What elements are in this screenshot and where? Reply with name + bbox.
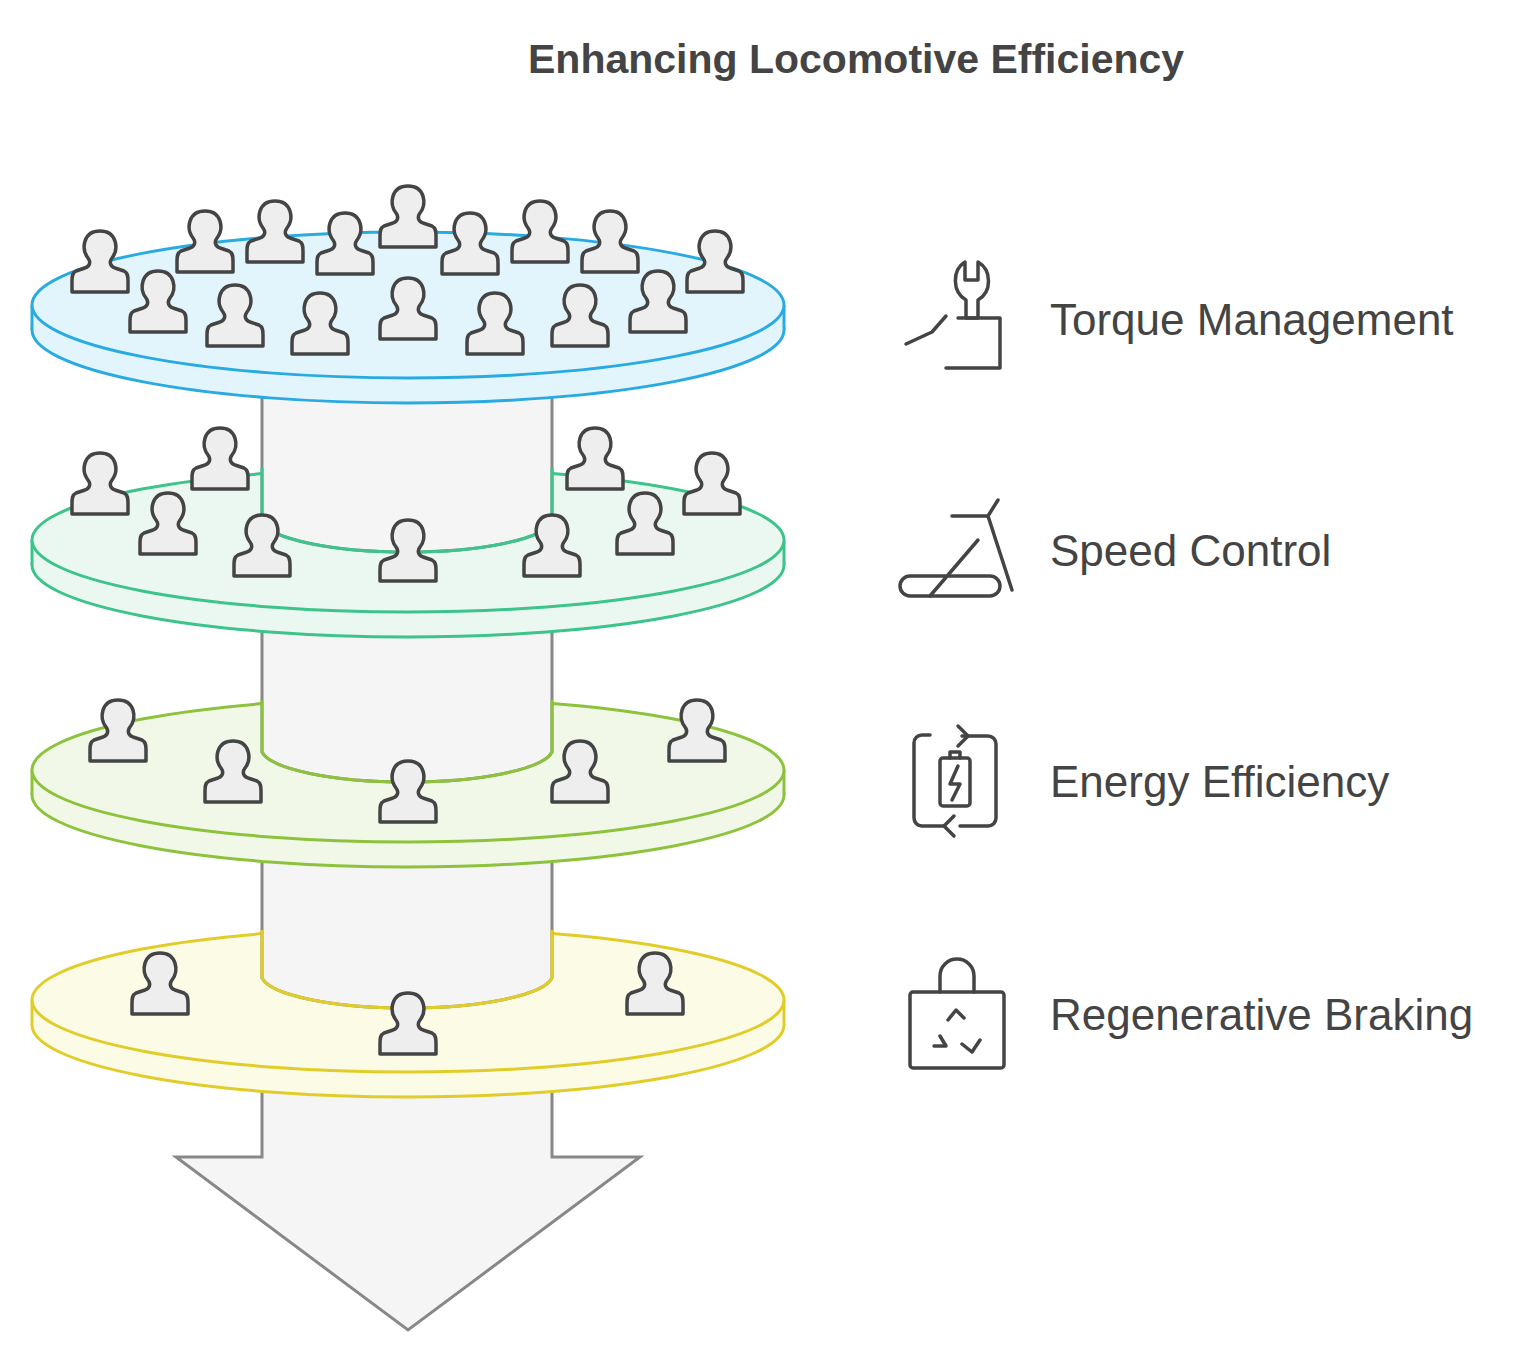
person-icon (380, 520, 436, 581)
layer-label: Energy Efficiency (1050, 757, 1389, 807)
wrench-shape (955, 262, 988, 318)
blue-layer (32, 186, 784, 403)
person-icon (524, 515, 580, 576)
person-icon (292, 293, 348, 354)
battery-cap (950, 752, 960, 758)
arrow-head (958, 726, 968, 746)
treadmill-handle (988, 500, 998, 516)
person-icon (132, 953, 188, 1014)
recycle-bag-icon (910, 959, 1004, 1068)
layer-label: Speed Control (1050, 526, 1331, 576)
treadmill-belt (900, 576, 1000, 596)
person-icon (205, 741, 261, 802)
torque-icon (906, 262, 1000, 368)
bag-handle (940, 959, 974, 992)
person-icon (442, 213, 498, 274)
person-icon (467, 293, 523, 354)
person-icon (380, 278, 436, 339)
person-icon (617, 493, 673, 554)
bolt (950, 766, 960, 800)
treadmill-frame (952, 516, 1012, 590)
battery-icon (914, 726, 996, 836)
person-icon (380, 186, 436, 247)
person-icon (552, 741, 608, 802)
person-icon (380, 993, 436, 1054)
person-icon (687, 231, 743, 292)
person-icon (140, 493, 196, 554)
person-icon (234, 515, 290, 576)
person-icon (207, 285, 263, 346)
cycle-arrow (960, 736, 996, 826)
person-icon (512, 201, 568, 262)
lime-layer (32, 610, 784, 867)
diagram-title: Enhancing Locomotive Efficiency (528, 36, 1184, 83)
yellow-layer (32, 840, 784, 1097)
treadmill-strut (930, 540, 978, 596)
person-icon (247, 201, 303, 262)
person-icon (684, 453, 740, 514)
person-icon (72, 453, 128, 514)
person-icon (130, 271, 186, 332)
person-icon (177, 211, 233, 272)
person-icon (72, 231, 128, 292)
person-icon (192, 428, 248, 489)
disc-top (32, 232, 784, 378)
layer-label: Torque Management (1050, 295, 1454, 345)
person-icon (380, 761, 436, 822)
person-icon (669, 700, 725, 761)
person-icon (627, 953, 683, 1014)
person-icon (630, 271, 686, 332)
hand-shape (946, 318, 1000, 368)
person-icon (552, 285, 608, 346)
arm-shape (906, 316, 946, 344)
layer-label: Regenerative Braking (1050, 990, 1473, 1040)
person-icon (567, 428, 623, 489)
disc-edge (32, 257, 784, 403)
bag-body (910, 992, 1004, 1068)
person-icon (317, 213, 373, 274)
green-layer (32, 380, 784, 637)
recycle-arrows (934, 1010, 980, 1052)
battery-body (940, 758, 970, 806)
treadmill-icon (900, 500, 1012, 596)
arrow-head (944, 816, 954, 836)
person-icon (582, 211, 638, 272)
person-icon (90, 700, 146, 761)
